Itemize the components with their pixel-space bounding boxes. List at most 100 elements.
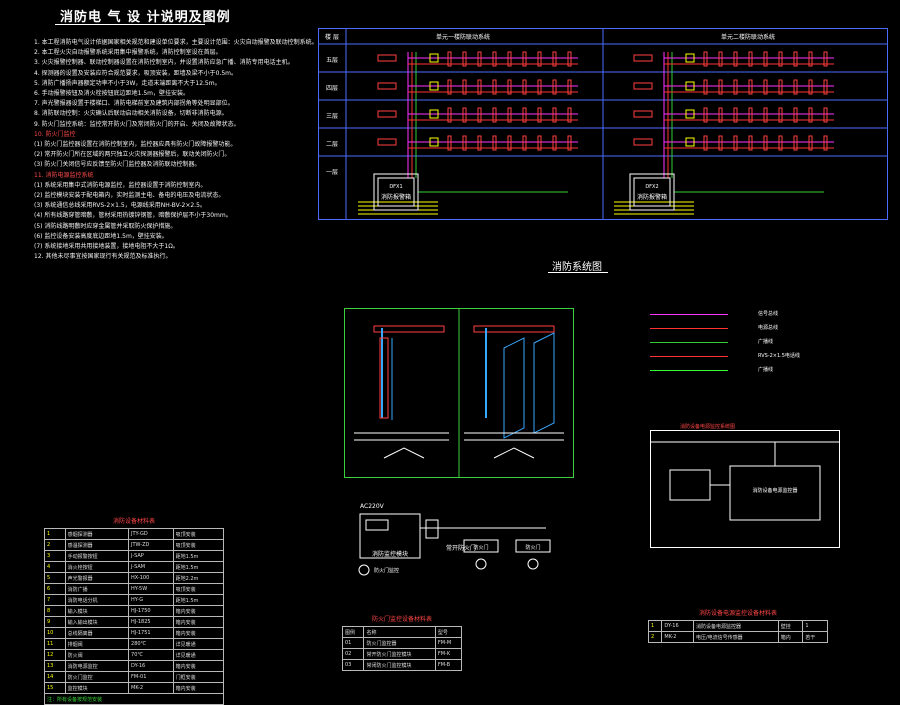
device-symbol: [763, 79, 768, 95]
door-btn-2: 防火门: [525, 544, 540, 551]
module-box: [429, 137, 439, 147]
device-symbol: [447, 51, 452, 67]
table-cell: 常开防火门监控模块: [363, 648, 436, 660]
table-cell: 排烟阀: [64, 638, 130, 650]
device-symbol: [823, 107, 828, 123]
device-symbol: [447, 107, 452, 123]
table-cell: 消防广播: [64, 583, 130, 595]
table-cell: 距地1.5m: [172, 550, 225, 562]
device-symbol: [793, 79, 798, 95]
device-symbol: [703, 51, 708, 67]
device-symbol: [447, 135, 452, 151]
legend-line-swatch: [650, 314, 728, 315]
legend-line-item: 信号总线: [650, 310, 810, 320]
table-cell: 电压/电流信号传感器: [692, 631, 779, 643]
table-cell: 2: [44, 539, 66, 551]
device-symbol: [763, 107, 768, 123]
device-symbol: [703, 135, 708, 151]
title-underline: [55, 24, 205, 25]
device-symbol: [808, 107, 813, 123]
device-symbol: [492, 135, 497, 151]
table-header-row: 图例名称型号: [341, 626, 463, 638]
device-symbol: [718, 135, 723, 151]
device-symbol: [733, 135, 738, 151]
legend-line-label: 广播线: [758, 367, 774, 373]
table-cell: 8: [44, 605, 66, 617]
table-cell: 箱内安装: [172, 616, 225, 628]
device-symbol: [778, 135, 783, 151]
table-cell: 10: [44, 627, 66, 639]
door-detail-drawing: [344, 308, 574, 478]
device-symbol: [778, 51, 783, 67]
table-cell: 消火栓按钮: [64, 561, 130, 573]
table-cell: 4: [44, 561, 66, 573]
legend-line-label: 电源总线: [758, 325, 779, 331]
table-cell: 02: [341, 648, 365, 660]
table-cell: 13: [44, 660, 66, 672]
table-footer-row: 注：所有设备按规范安装: [44, 693, 224, 705]
table-cell: JTY-GD: [128, 528, 174, 540]
module-box: [429, 109, 439, 119]
device-symbol: [462, 135, 467, 151]
legend-line-label: RVS-2×1.5电话线: [758, 353, 800, 359]
table-cell: HX-100: [128, 572, 174, 584]
device-symbol: [462, 107, 467, 123]
device-symbol: [522, 79, 527, 95]
table-cell: 手动报警按钮: [64, 550, 130, 562]
device-symbol: [567, 135, 572, 151]
legend-line-item: RVS-2×1.5电话线: [650, 352, 810, 362]
device-symbol: [477, 107, 482, 123]
table-header-cell: 图例: [341, 626, 365, 638]
table-cell: 箱内安装: [172, 682, 225, 694]
door-monitor-panel: [359, 513, 421, 559]
left-panel-code: DFX1: [389, 184, 402, 190]
device-symbol: [778, 107, 783, 123]
note-line: (4) 所有线路穿管暗敷，管材采用热镀锌钢管，暗敷保护层不小于30mm。: [34, 212, 232, 220]
device-symbol: [748, 51, 753, 67]
table-cell: 感烟探测器: [64, 528, 130, 540]
door-table-caption: 防火门监控设备材料表: [371, 616, 432, 623]
module-box: [685, 53, 695, 63]
device-symbol: [567, 79, 572, 95]
note-line: (7) 系统接地采用共用接地装置，接地电阻不大于1Ω。: [34, 243, 179, 251]
table-cell: 3: [44, 550, 66, 562]
legend-line-swatch: [650, 328, 728, 329]
device-symbol: [552, 107, 557, 123]
table-cell: 9: [44, 616, 66, 628]
device-symbol: [748, 107, 753, 123]
floor-label: 三层: [326, 113, 338, 120]
device-symbol: [733, 51, 738, 67]
page-title: 消防电 气 设 计说明及图例: [60, 10, 231, 25]
device-symbol: [823, 135, 828, 151]
device-symbol: [522, 107, 527, 123]
left-panel-name: 消防报警箱: [381, 193, 411, 201]
device-symbol: [462, 51, 467, 67]
device-symbol: [522, 135, 527, 151]
table-cell: 箱内安装: [172, 627, 225, 639]
device-symbol: [462, 79, 467, 95]
design-notes: 1. 本工程消防电气设计依据国家相关规范和建设单位要求，主要设计范围：火灾自动报…: [34, 38, 314, 262]
note-line: (3) 系统通信总线采用RVS-2×1.5，电源线采用NH-BV-2×2.5。: [34, 202, 206, 210]
table-cell: FM-B: [434, 659, 463, 671]
table-cell: J-SAP: [128, 550, 174, 562]
table-cell: 11: [44, 638, 66, 650]
table-cell: 280℃: [128, 638, 174, 650]
table-cell: HJ-1825: [128, 616, 174, 628]
device-symbol: [718, 51, 723, 67]
note-line: 5. 消防广播扬声器额定功率不小于3W，走道末端距离不大于12.5m。: [34, 79, 221, 87]
device-symbol: [733, 79, 738, 95]
table-cell: 常闭防火门监控模块: [363, 659, 436, 671]
note-line: (5) 消防线路明敷时应穿金属管并采取防火保护措施。: [34, 222, 177, 230]
